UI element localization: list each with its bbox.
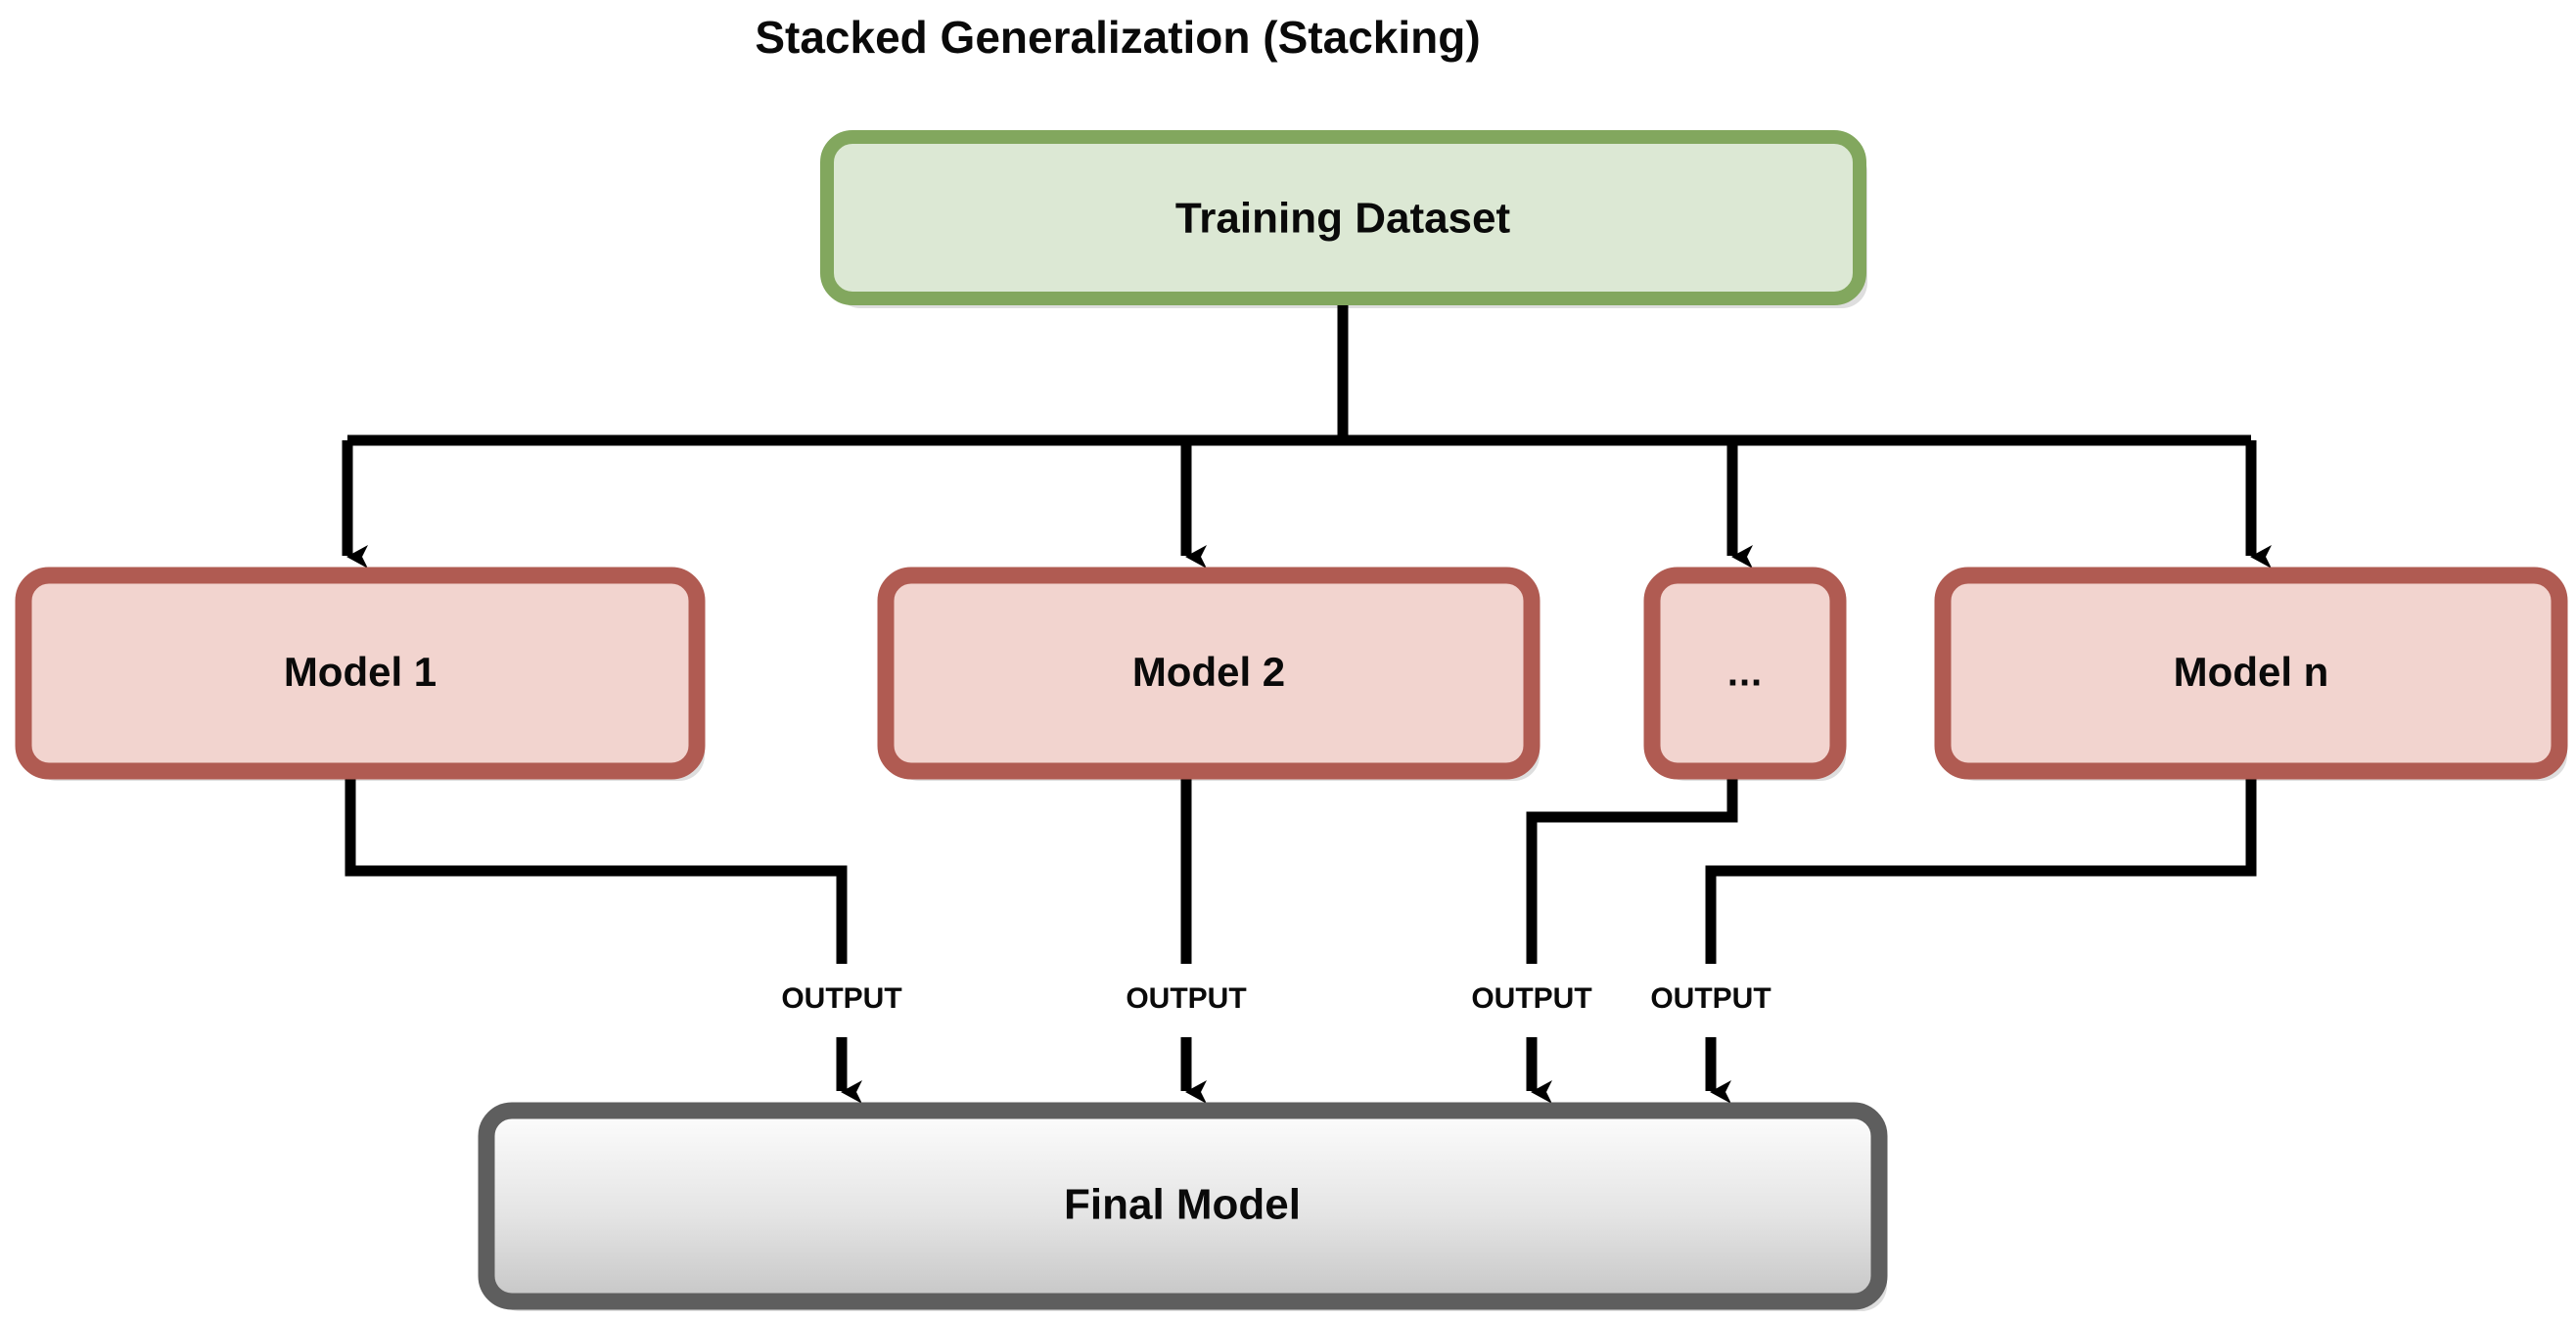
- model-n-label: Model n: [2174, 649, 2329, 695]
- output-label-2: OUTPUT: [1126, 982, 1246, 1015]
- node-final-model[interactable]: Final Model: [478, 1102, 1888, 1311]
- final-model-label: Final Model: [1064, 1181, 1301, 1229]
- edge-model1-to-final: [345, 771, 848, 964]
- model-1-label: Model 1: [284, 649, 437, 695]
- edge-modeln-to-final: [1705, 771, 2257, 964]
- training-dataset-label: Training Dataset: [1175, 195, 1511, 243]
- model-1-box: [15, 567, 706, 780]
- ellipsis-label: ...: [1727, 652, 1763, 695]
- node-model-n[interactable]: Model n: [1934, 567, 2568, 781]
- output-labels: OUTPUT OUTPUT OUTPUT OUTPUT: [781, 982, 1771, 1015]
- distribution-connectors: [342, 298, 2272, 569]
- model-2-box: [877, 567, 1541, 780]
- node-model-1[interactable]: Model 1: [15, 567, 706, 781]
- output-label-3: OUTPUT: [1471, 982, 1591, 1015]
- model-2-label: Model 2: [1132, 649, 1285, 695]
- model-n-box: [1934, 567, 2568, 780]
- node-ellipsis[interactable]: ...: [1643, 567, 1847, 781]
- output-label-1: OUTPUT: [781, 982, 901, 1015]
- edge-ellipsis-to-final: [1526, 771, 1738, 964]
- training-dataset-box: [820, 130, 1866, 305]
- page-title: Stacked Generalization (Stacking): [755, 12, 1480, 63]
- node-training-dataset[interactable]: Training Dataset: [820, 130, 1867, 308]
- ellipsis-box: [1643, 567, 1847, 780]
- output-label-4: OUTPUT: [1650, 982, 1771, 1015]
- final-model-box: [478, 1102, 1888, 1310]
- node-model-2[interactable]: Model 2: [877, 567, 1541, 781]
- merge-connectors: [345, 771, 2257, 1104]
